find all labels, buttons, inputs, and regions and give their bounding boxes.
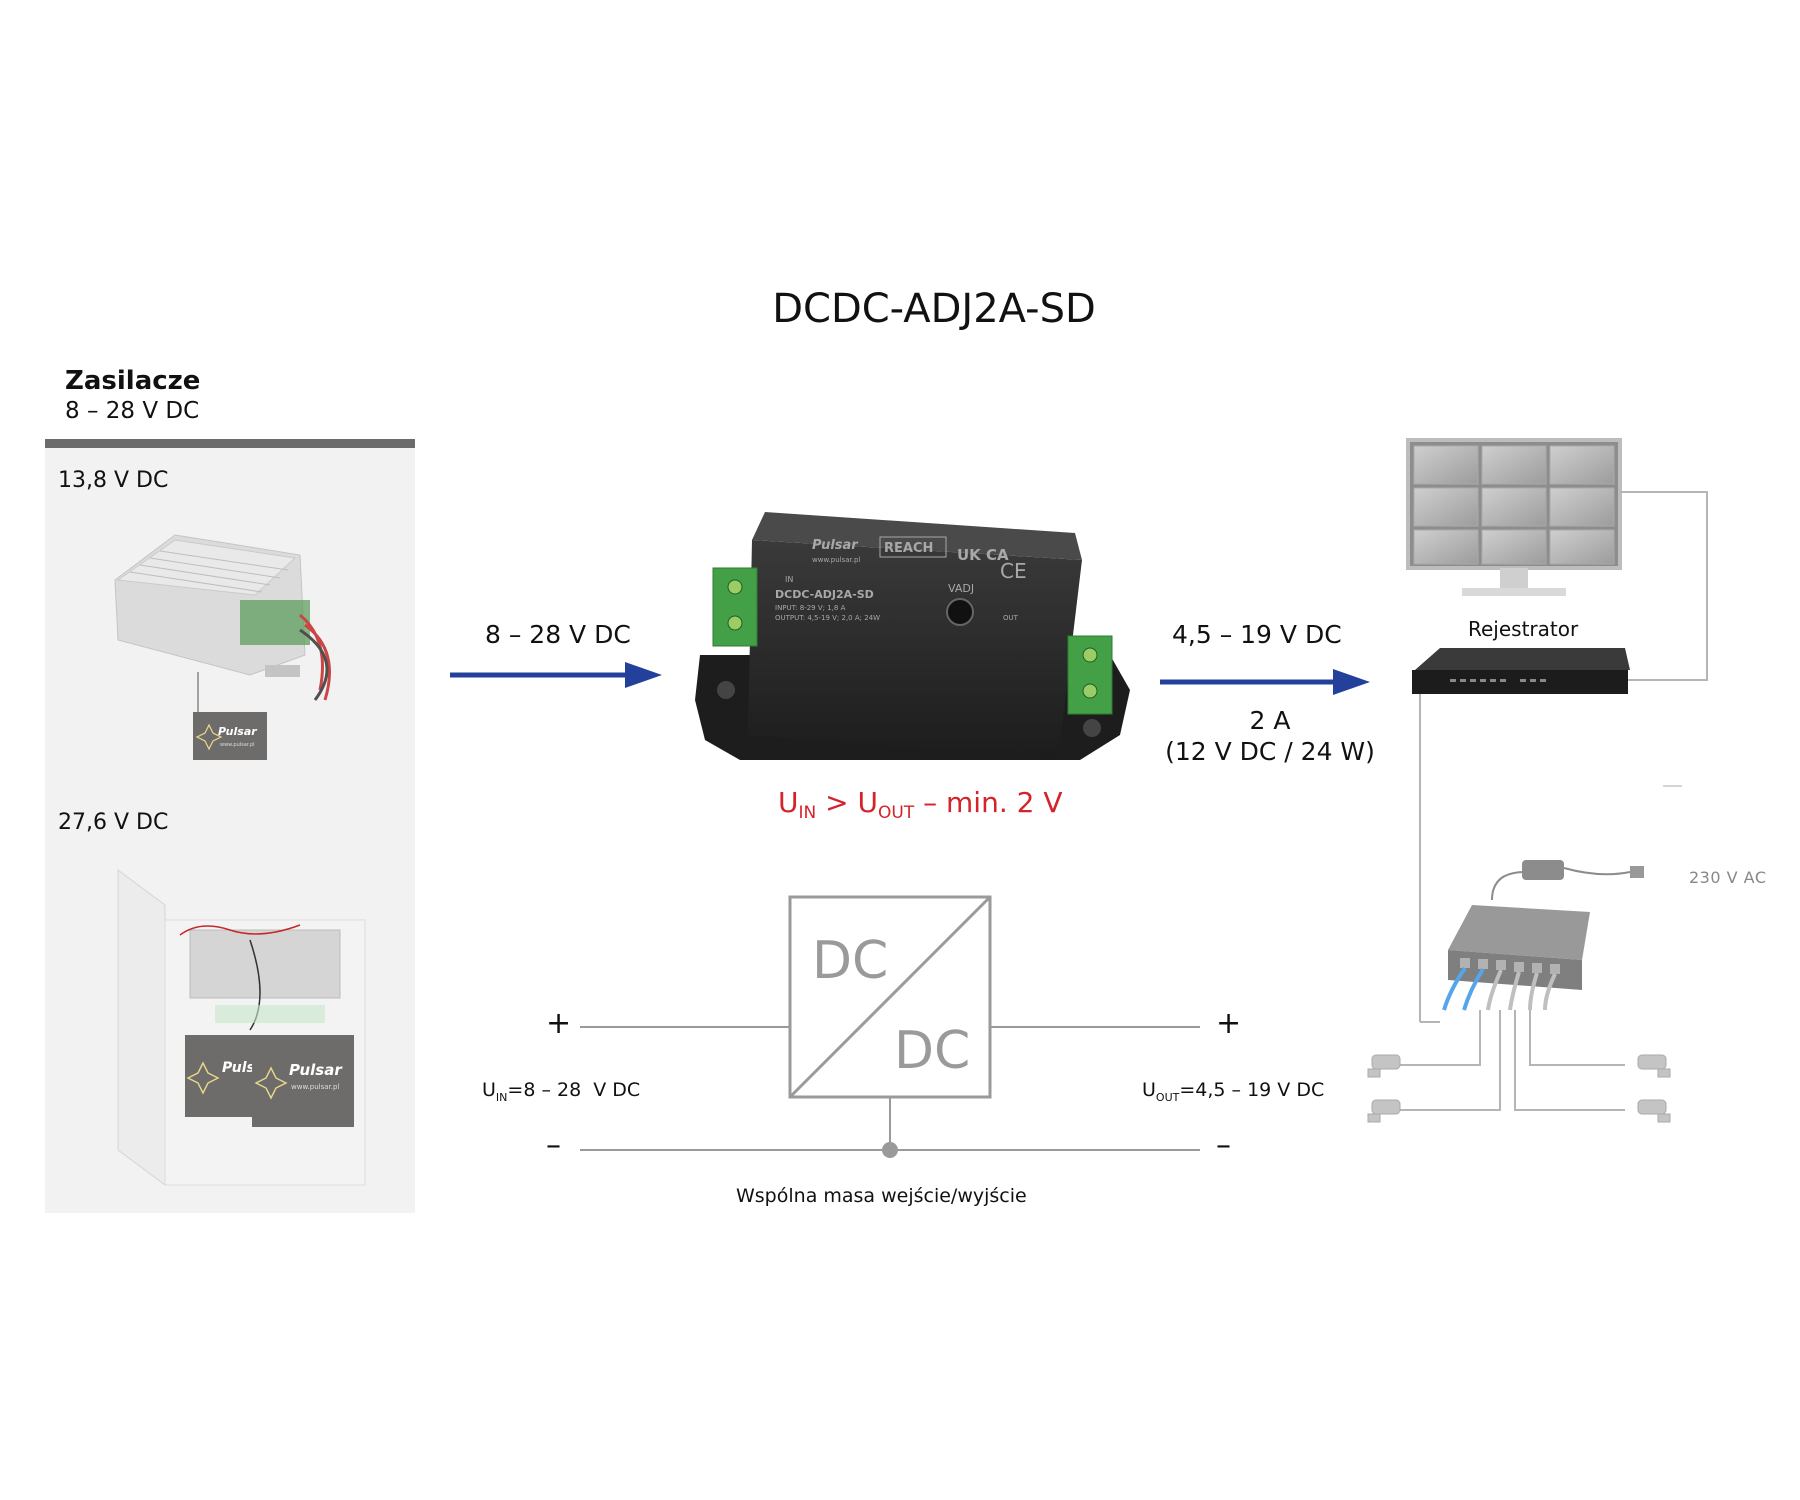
module-reach: REACH: [884, 541, 933, 556]
module-ce: CE: [1000, 559, 1027, 583]
recorder-image: [1412, 648, 1630, 694]
condition-u-in: U: [778, 786, 799, 819]
output-arrow: [1160, 669, 1370, 695]
dcdc-schematic: [580, 895, 1200, 1158]
uout-u: U: [1142, 1079, 1156, 1101]
output-voltage-label: 4,5 – 19 V DC: [1172, 620, 1342, 649]
camera-icons: [1367, 1054, 1671, 1123]
recorder-label: Rejestrator: [1468, 617, 1579, 641]
condition-gt: >: [816, 786, 858, 819]
pulsar-url-1: www.pulsar.pl: [220, 742, 255, 748]
module-vadj: VADJ: [948, 582, 974, 595]
pulsar-label-3: Pulsar www.pulsar.pl: [252, 1035, 354, 1127]
camera-cables: [1400, 1010, 1625, 1111]
panel-subheading: 8 – 28 V DC: [65, 398, 200, 424]
condition-out-sub: OUT: [878, 803, 915, 823]
uin-u: U: [482, 1079, 496, 1101]
panel-heading: Zasilacze: [65, 366, 201, 396]
output-plus-symbol: +: [1216, 1006, 1242, 1041]
page-title: DCDC-ADJ2A-SD: [772, 286, 1096, 332]
input-minus-symbol: –: [546, 1128, 561, 1163]
pulsar-label-1: Pulsar www.pulsar.pl: [193, 712, 267, 760]
module-out-label: OUT: [1003, 614, 1019, 622]
poe-switch-image: [1442, 860, 1644, 1011]
uin-sub: IN: [495, 1090, 508, 1104]
common-ground-label: Wspólna masa wejście/wyjście: [736, 1185, 1027, 1207]
input-plus-symbol: +: [546, 1006, 572, 1041]
monitor-image: [1406, 438, 1622, 596]
input-arrow: [450, 662, 662, 688]
pulsar-url-3: www.pulsar.pl: [291, 1083, 339, 1091]
condition-rest: – min. 2 V: [914, 786, 1063, 819]
output-current-label: 2 A (12 V DC / 24 W): [1160, 705, 1380, 767]
dc-output-label: DC: [894, 1021, 970, 1081]
uin-value: =8 – 28 V DC: [507, 1079, 641, 1101]
psu-2-voltage: 27,6 V DC: [58, 810, 169, 835]
module-url: www.pulsar.pl: [812, 556, 860, 564]
module-model: DCDC-ADJ2A-SD: [775, 588, 874, 601]
uout-sub: OUT: [1155, 1090, 1180, 1104]
module-brand: Pulsar: [812, 538, 859, 553]
panel-divider: [45, 439, 415, 448]
output-current-line1: 2 A: [1249, 706, 1291, 735]
dc-input-label: DC: [812, 931, 888, 991]
module-output-spec: OUTPUT: 4,5-19 V; 2,0 A; 24W: [775, 614, 880, 622]
voltage-condition: UIN > UOUT – min. 2 V: [778, 786, 1063, 823]
psu-2-image: [117, 869, 366, 1186]
condition-in-sub: IN: [798, 803, 817, 823]
uin-range-label: UIN=8 – 28 V DC: [482, 1079, 640, 1104]
module-ukca: UK CA: [957, 546, 1009, 564]
pulsar-logo-text-3: Pulsar: [289, 1061, 343, 1079]
output-minus-symbol: –: [1216, 1128, 1231, 1163]
pulsar-logo-text-1: Pulsar: [218, 725, 257, 738]
uout-range-label: UOUT=4,5 – 19 V DC: [1142, 1079, 1324, 1104]
psu-1-image: [114, 534, 331, 701]
mains-label: 230 V AC: [1689, 868, 1767, 887]
module-input-spec: INPUT: 8-29 V; 1,8 A: [775, 604, 846, 612]
dcdc-module-image: Pulsar www.pulsar.pl REACH UK CA CE IN D…: [695, 512, 1130, 760]
condition-u-out: U: [857, 786, 879, 819]
uout-value: =4,5 – 19 V DC: [1179, 1079, 1325, 1101]
psu-1-voltage: 13,8 V DC: [58, 468, 169, 493]
module-in-label: IN: [785, 575, 793, 584]
output-current-line2: (12 V DC / 24 W): [1165, 737, 1375, 766]
input-voltage-label: 8 – 28 V DC: [485, 620, 631, 649]
